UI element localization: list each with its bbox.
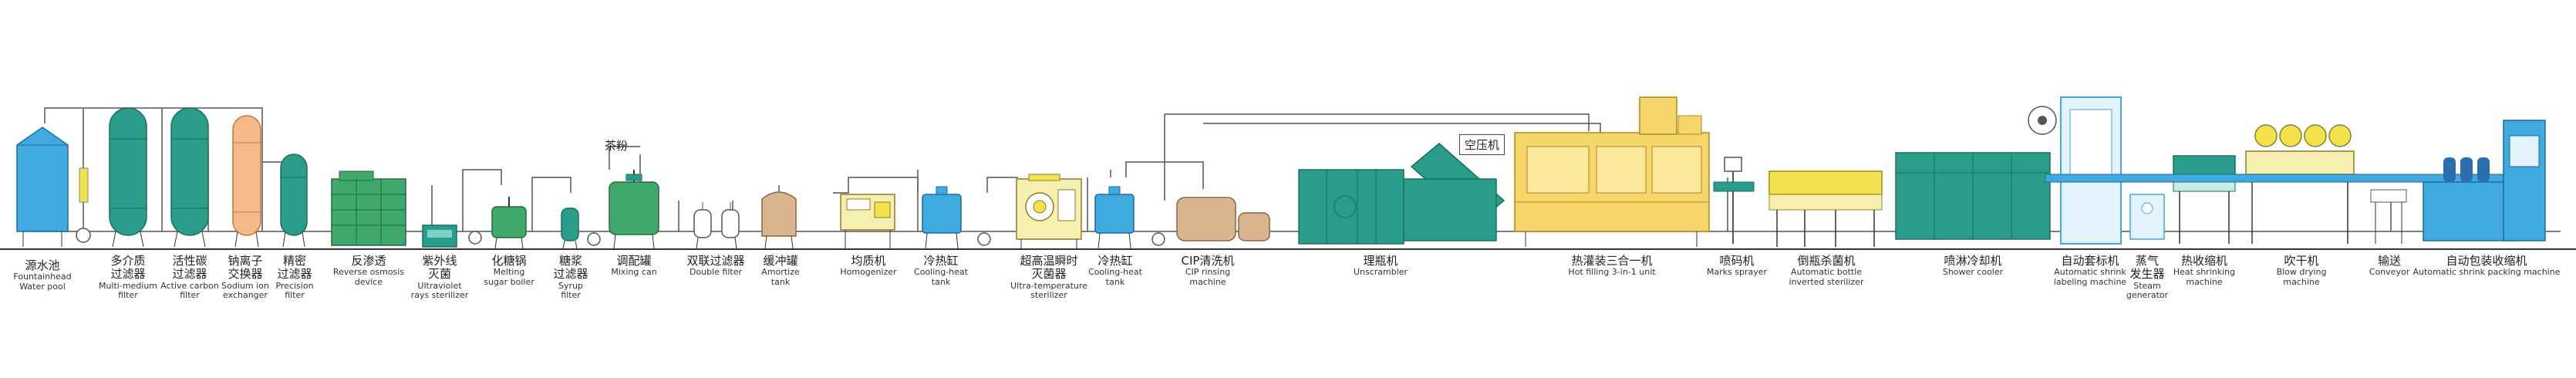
conveyor-belt [2045, 174, 2509, 183]
cip-machine-icon [1176, 197, 1270, 241]
label-heat-shrinking-machine: 热收缩机 Heat shrinking machine [2173, 254, 2236, 287]
pump-icon [76, 228, 91, 243]
uht-sterilizer-icon [1016, 174, 1082, 248]
water-pool-icon [16, 127, 69, 247]
label-ultra-temperature-sterilizer: 超高温瞬时 灭菌器 Ultra-temperature sterilizer [1010, 254, 1087, 301]
marks-sprayer-icon [1713, 157, 1755, 244]
air-compressor-label: 空压机 [1459, 134, 1505, 155]
steam-generator-icon [2129, 194, 2165, 240]
label-active-carbon-filter: 活性碳 过滤器 Active carbon filter [160, 254, 219, 301]
label-conveyor: 输送 Conveyor [2369, 254, 2410, 278]
label-shower-cooler: 喷淋冷却机 Shower cooler [1942, 254, 2004, 278]
cooling-heat-tank-icon [1094, 186, 1135, 249]
hot-filling-unit-icon [1514, 96, 1710, 247]
label-sodium-ion-exchanger: 钠离子 交换器 Sodium ion exchanger [221, 254, 269, 301]
tea-powder-label: 茶粉 [605, 139, 629, 153]
label-reverse-osmosis-device: 反渗透 Reverse osmosis device [332, 254, 405, 287]
label-syrup-filter: 糖浆 过滤器 Syrup filter [553, 254, 588, 301]
multi-medium-filter-icon [109, 107, 147, 248]
amortize-tank-icon [761, 191, 797, 249]
label-multi-medium-filter: 多介质 过滤器 Multi-medium filter [98, 254, 158, 301]
blow-dryer-icon [2245, 124, 2355, 244]
label-homogenizer: 均质机 Homogenizer [840, 254, 897, 278]
label-hot-filling-3in1: 热灌装三合一机 Hot filling 3-in-1 unit [1568, 254, 1656, 278]
uv-sterilizer-icon [422, 224, 457, 248]
sodium-ion-exchanger-icon [232, 115, 261, 248]
homogenizer-icon [840, 194, 895, 248]
syrup-filter-icon [561, 208, 579, 249]
label-fountainhead-water-pool: 源水池 Fountainhead Water pool [13, 258, 72, 292]
shower-cooler-icon [1895, 152, 2051, 240]
pump-icon [977, 232, 991, 246]
label-unscrambler: 理瓶机 Unscrambler [1353, 254, 1408, 278]
shrink-packing-icon [2423, 120, 2546, 241]
label-steam-generator: 蒸气 发生器 Steam generator [2126, 254, 2169, 301]
heat-shrink-icon [2173, 155, 2236, 244]
label-ultraviolet-sterilizer: 紫外线 灭菌 Ultraviolet rays sterilizer [410, 254, 469, 301]
label-marks-sprayer: 喷码机 Marks sprayer [1706, 254, 1768, 278]
label-shrink-packing-machine: 自动包装收缩机 Automatic shrink packing machine [2412, 254, 2561, 278]
label-inverted-sterilizer: 倒瓶杀菌机 Automatic bottle inverted steriliz… [1789, 254, 1864, 287]
label-amortize-tank: 缓冲罐 Amortize tank [761, 254, 800, 287]
pump-icon [468, 231, 482, 245]
unscrambler-icon [1298, 143, 1505, 245]
label-melting-sugar-boiler: 化糖锅 Melting sugar boiler [484, 254, 534, 287]
label-double-filter: 双联过滤器 Double filter [686, 254, 745, 278]
conveyor-icon [2370, 189, 2407, 244]
label-cooling-heat-tank-2: 冷热缸 Cooling-heat tank [1088, 254, 1142, 287]
inverted-sterilizer-icon [1768, 170, 1883, 247]
cooling-heat-tank-icon [922, 186, 962, 249]
pump-icon [587, 232, 601, 246]
label-precision-filter: 精密 过滤器 Precision filter [275, 254, 314, 301]
label-shrink-labeling-machine: 自动套标机 Automatic shrink labeling machine [2053, 254, 2127, 287]
active-carbon-filter-icon [170, 107, 209, 248]
inline-pump-icon [79, 167, 89, 203]
label-cooling-heat-tank-1: 冷热缸 Cooling-heat tank [914, 254, 968, 287]
label-blow-drying-machine: 吹干机 Blow drying machine [2276, 254, 2327, 287]
label-mixing-can: 调配罐 Mixing can [611, 254, 657, 278]
shrink-labeling-icon [2028, 96, 2122, 245]
reverse-osmosis-icon [331, 170, 406, 246]
sugar-boiler-icon [491, 197, 527, 249]
mixing-can-icon [609, 170, 659, 249]
pump-icon [1151, 232, 1165, 246]
label-cip-rinsing-machine: CIP清洗机 CIP rinsing machine [1181, 254, 1235, 287]
double-filter-icon [693, 202, 740, 249]
precision-filter-icon [280, 154, 308, 248]
